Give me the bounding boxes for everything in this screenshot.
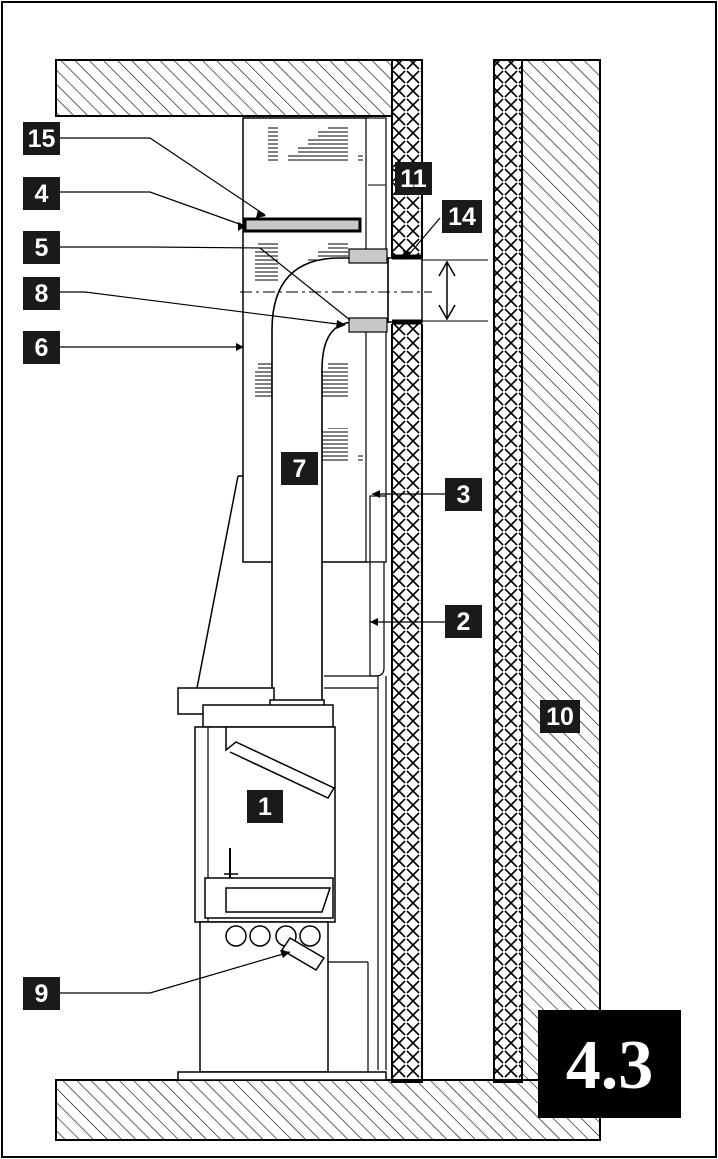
firebox-baffle [225, 727, 336, 799]
arrowhead-3 [372, 490, 380, 498]
vent-grille-4 [315, 428, 363, 473]
heat-shield-upper [369, 495, 387, 563]
svg-text:11: 11 [400, 165, 427, 193]
svg-text:8: 8 [35, 280, 49, 308]
label-3: 3 [445, 478, 482, 511]
label-5: 5 [23, 231, 60, 264]
label-1: 1 [247, 790, 283, 823]
label-10: 10 [540, 700, 580, 733]
svg-text:10: 10 [546, 703, 574, 731]
arrowhead-9 [280, 950, 290, 958]
masonry-wall [521, 59, 601, 1081]
insulation-panel-left [391, 59, 423, 1083]
arrowhead-8 [336, 320, 346, 329]
leader-9 [60, 951, 291, 994]
label-2: 2 [445, 605, 482, 638]
svg-text:2: 2 [457, 608, 471, 636]
stove-top-lid [202, 704, 334, 728]
flue-collar-upper [348, 248, 388, 264]
svg-text:15: 15 [28, 125, 56, 153]
leader-4 [60, 191, 246, 227]
svg-text:4: 4 [35, 180, 49, 208]
label-11: 11 [395, 162, 432, 195]
label-15: 15 [23, 122, 60, 155]
svg-text:6: 6 [35, 334, 49, 362]
label-6: 6 [23, 331, 60, 364]
svg-text:7: 7 [293, 455, 307, 483]
leader-14 [405, 217, 441, 259]
label-9: 9 [23, 977, 60, 1010]
ceiling-slab [55, 59, 393, 117]
svg-text:9: 9 [35, 980, 49, 1008]
leader-5 [60, 246, 261, 249]
arrowhead-4 [238, 222, 246, 231]
label-14: 14 [442, 200, 482, 233]
ashpan-inner [225, 887, 332, 913]
figure-number-badge: 4.3 [538, 1010, 681, 1118]
svg-text:5: 5 [35, 234, 49, 262]
wall-sleeve [385, 257, 423, 323]
air-control-lever [280, 936, 326, 972]
svg-text:1: 1 [258, 793, 272, 821]
insulation-panel-right [493, 59, 523, 1083]
leader-8 [60, 291, 346, 326]
vent-grille-1 [268, 125, 363, 175]
leader-5-arrow [259, 247, 351, 321]
arrowhead-2 [370, 618, 378, 626]
arrowhead-14 [403, 250, 411, 260]
svg-text:14: 14 [448, 203, 476, 231]
floor-slab [55, 1079, 601, 1141]
label-8: 8 [23, 277, 60, 310]
dimension-arrowhead-bottom [438, 304, 456, 321]
svg-text:4.3: 4.3 [566, 1027, 654, 1104]
roller-4 [299, 925, 321, 947]
svg-text:3: 3 [457, 481, 471, 509]
hood-skirt [196, 475, 239, 689]
base-plate [177, 1071, 387, 1081]
label-4: 4 [23, 177, 60, 210]
arrowhead-15 [256, 210, 266, 218]
roller-2 [249, 925, 271, 947]
flue-collar-lower [348, 317, 388, 333]
label-7: 7 [281, 452, 318, 485]
leader-15 [60, 137, 266, 216]
arrowhead-6 [236, 343, 244, 351]
top-plate [243, 217, 362, 233]
leader-lines [60, 137, 445, 994]
dimension-arrowhead-top [438, 260, 456, 277]
roller-1 [225, 925, 247, 947]
